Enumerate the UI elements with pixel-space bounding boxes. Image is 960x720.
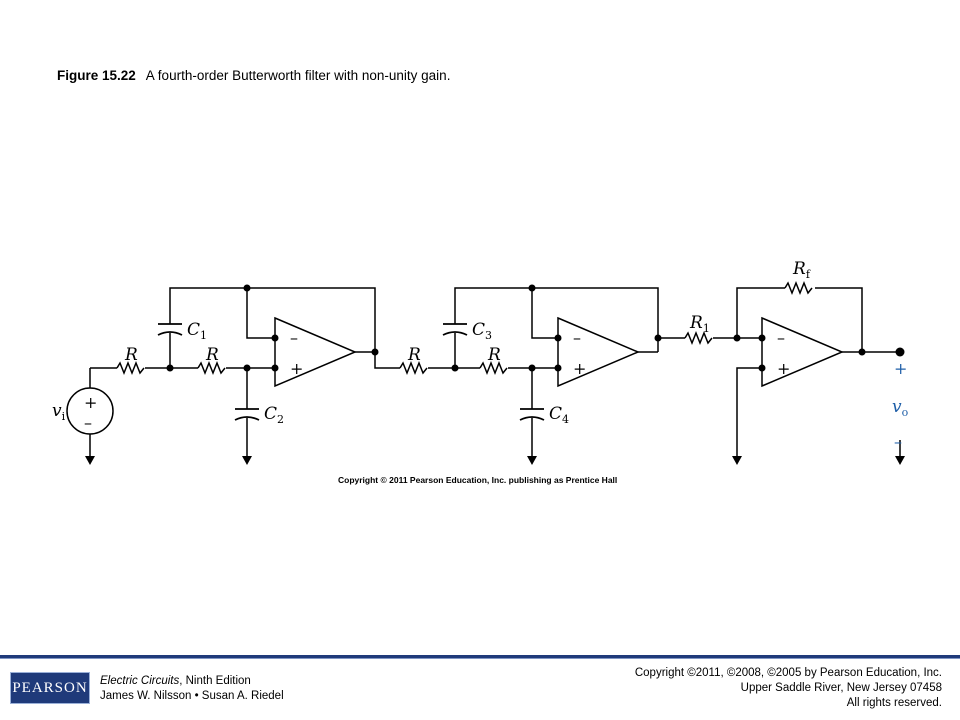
label-c4: C4: [549, 404, 569, 426]
label-c3: C3: [472, 320, 492, 342]
op-amp-2-plus: +: [573, 359, 586, 378]
capacitor-c1: [157, 323, 183, 336]
op-amp-2-minus: –: [573, 328, 581, 347]
image-copyright: Copyright © 2011 Pearson Education, Inc.…: [338, 475, 617, 485]
capacitor-c2: [234, 408, 260, 421]
copyright-line-1: Copyright ©2011, ©2008, ©2005 by Pearson…: [634, 667, 942, 679]
footer-rule: [0, 655, 960, 658]
resistor-r1: [684, 330, 713, 346]
output-labels: + vo –: [892, 359, 909, 451]
capacitors: [157, 323, 545, 421]
book-authors: James W. Nilsson • Susan A. Riedel: [100, 690, 284, 702]
resistor-r-1: [116, 360, 145, 376]
footer-copyright: Copyright ©2011, ©2008, ©2005 by Pearson…: [635, 666, 942, 711]
op-amp-terminal-signs: – + – + – +: [290, 328, 790, 378]
figure-caption-text: A fourth-order Butterworth filter with n…: [145, 68, 451, 83]
label-vo: vo: [892, 397, 909, 419]
op-amp-3: [761, 316, 844, 388]
op-amp-2: [557, 316, 640, 388]
label-r-4: R: [487, 345, 501, 365]
figure-caption: Figure 15.22 A fourth-order Butterworth f…: [57, 68, 450, 83]
junction-dots: [166, 284, 905, 372]
op-amp-1: [274, 316, 357, 388]
op-amp-1-plus: +: [290, 359, 303, 378]
output-terminal-positive: [895, 347, 905, 357]
figure-number: Figure 15.22: [57, 68, 136, 83]
voltage-source: + –: [66, 387, 114, 435]
pearson-logo: PEARSON: [10, 672, 90, 704]
label-r1: R1: [689, 313, 710, 335]
label-r-1: R: [124, 345, 138, 365]
ground-symbols: [85, 456, 905, 465]
resistor-r-2: [197, 360, 226, 376]
book-info: Electric Circuits, Ninth Edition James W…: [100, 674, 284, 704]
label-r-3: R: [407, 345, 421, 365]
copyright-line-3: All rights reserved.: [846, 697, 942, 709]
wires: [89, 287, 901, 456]
label-c2: C2: [264, 404, 284, 426]
book-title: Electric Circuits: [100, 675, 180, 687]
label-rf: Rf: [792, 259, 811, 281]
svg-text:+: +: [84, 393, 97, 412]
resistor-rf: [784, 280, 813, 296]
capacitor-c3: [442, 323, 468, 336]
label-r-2: R: [205, 345, 219, 365]
output-terminal-negative: [895, 456, 905, 465]
resistor-r-4: [479, 360, 508, 376]
output-plus: +: [894, 359, 907, 378]
svg-text:–: –: [84, 413, 92, 432]
resistors: [116, 280, 813, 376]
op-amps: [274, 316, 844, 388]
capacitor-c4: [519, 408, 545, 421]
book-edition: , Ninth Edition: [179, 675, 251, 687]
output-minus: –: [894, 432, 902, 451]
footer-rule-thin: [0, 658, 960, 659]
label-vi: vi: [52, 401, 66, 423]
op-amp-1-minus: –: [290, 328, 298, 347]
resistor-r-3: [399, 360, 428, 376]
op-amp-3-minus: –: [777, 328, 785, 347]
component-labels: R R R R R1 Rf C1 C2 C3 C4 vi: [52, 259, 811, 426]
copyright-line-2: Upper Saddle River, New Jersey 07458: [740, 682, 942, 694]
label-c1: C1: [187, 320, 207, 342]
op-amp-3-plus: +: [777, 359, 790, 378]
